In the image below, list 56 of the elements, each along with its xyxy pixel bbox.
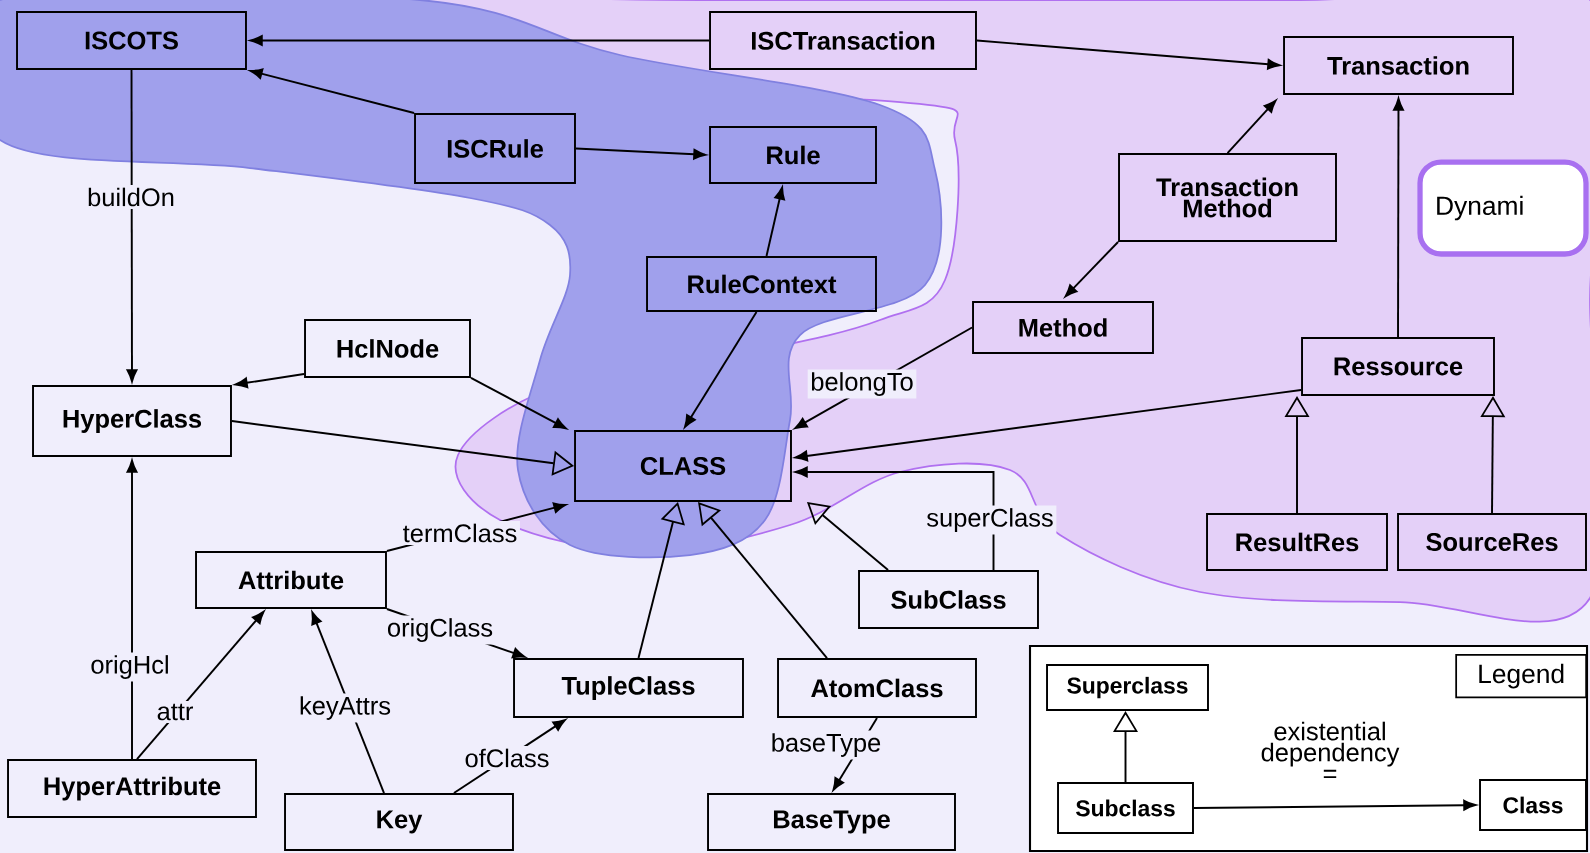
class-box: SubClass <box>858 570 1039 629</box>
class-box: TupleClass <box>513 658 744 718</box>
arrow <box>1226 99 1277 154</box>
class-box: CLASS <box>574 430 792 502</box>
class-box: HclNode <box>304 319 471 378</box>
arrow <box>794 389 1303 462</box>
edge-label: superClass <box>923 505 1057 535</box>
class-box: Superclass <box>1046 664 1209 711</box>
arrow <box>637 502 685 659</box>
class-box: ISCTransaction <box>709 11 977 70</box>
class-box: Key <box>284 793 514 851</box>
class-box: Transaction <box>1283 36 1514 95</box>
arrow <box>976 39 1281 70</box>
arrow <box>234 373 305 389</box>
edge-label: existential dependency = <box>1252 719 1408 785</box>
class-box: Class <box>1479 779 1587 831</box>
edge-label: origClass <box>384 615 496 645</box>
arrow <box>1393 97 1404 338</box>
arrow <box>575 147 707 160</box>
arrow <box>765 186 785 257</box>
class-box: HyperAttribute <box>7 759 257 818</box>
arrow <box>470 377 567 430</box>
class-box: Ressource <box>1301 337 1495 396</box>
edge-label: attr <box>153 701 197 723</box>
class-box: ResultRes <box>1206 513 1388 571</box>
class-box: Method <box>972 301 1154 354</box>
note-box: Dynami <box>1417 159 1589 257</box>
edge-label: ofClass <box>461 746 553 770</box>
class-box: AtomClass <box>777 658 977 718</box>
class-box: BaseType <box>707 793 956 851</box>
arrow <box>126 69 138 383</box>
edge-label: keyAttrs <box>296 693 394 723</box>
class-box: Subclass <box>1057 782 1194 834</box>
edge-label: termClass <box>400 521 520 545</box>
class-box: ISCRule <box>414 113 576 184</box>
arrow <box>1193 799 1477 811</box>
class-box: HyperClass <box>32 385 232 457</box>
arrow <box>684 311 758 428</box>
edge-label: baseType <box>768 730 884 760</box>
edge-label: origHcl <box>87 652 173 682</box>
class-box: Transaction Method <box>1118 153 1337 242</box>
class-box: ISCOTS <box>16 11 247 70</box>
arrow <box>249 35 711 46</box>
class-box: Attribute <box>195 551 387 609</box>
arrow <box>1064 241 1120 298</box>
arrow <box>136 610 265 760</box>
edge-label: belongTo <box>807 369 917 399</box>
class-box: Rule <box>709 126 877 184</box>
arrow <box>126 459 138 760</box>
arrow <box>249 68 415 114</box>
arrow <box>311 611 385 794</box>
class-box: RuleContext <box>646 256 877 312</box>
arrow <box>698 502 828 659</box>
arrow <box>794 466 995 571</box>
edge-label: buildOn <box>84 185 178 209</box>
class-box: SourceRes <box>1397 513 1587 571</box>
